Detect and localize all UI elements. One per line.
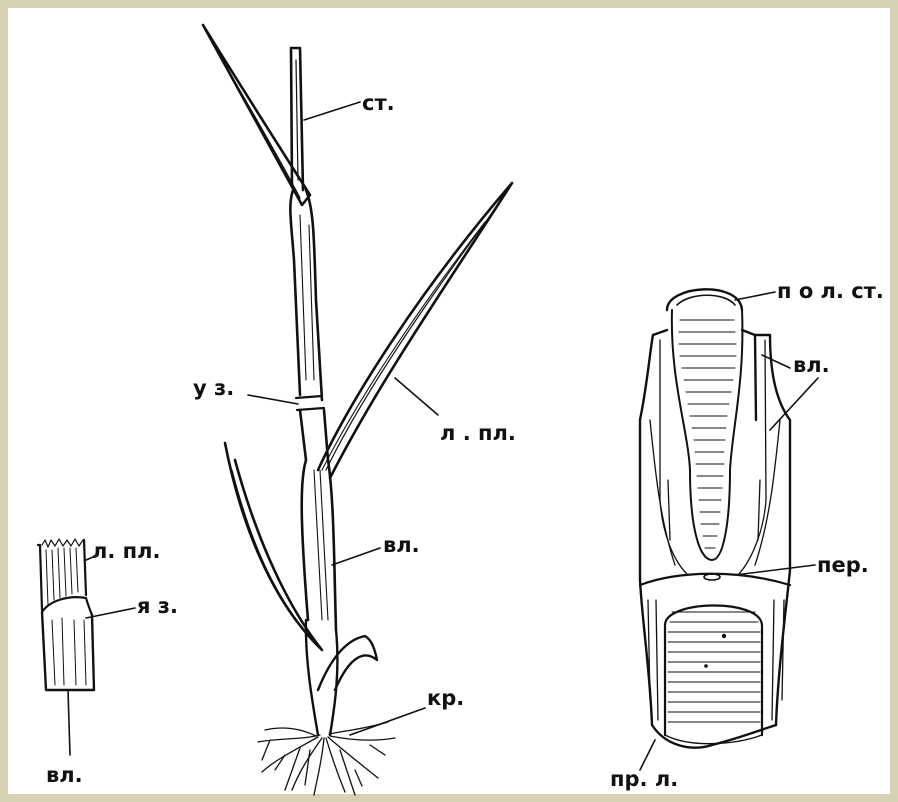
- basal-leaf: [318, 636, 377, 690]
- upper-sheath: [290, 190, 322, 400]
- label-small-sheath: вл.: [46, 763, 83, 787]
- lower-chamber: [665, 605, 762, 735]
- ligule: [42, 597, 92, 615]
- label-stem: ст.: [362, 91, 395, 115]
- leader-root: [350, 708, 425, 735]
- cut-sheath-left: [640, 335, 653, 725]
- upper-leaf-blade: [203, 25, 310, 205]
- leader-sheath: [332, 548, 380, 565]
- leader-cut-sheath-2: [770, 378, 818, 430]
- leader-cut-section: [640, 740, 655, 770]
- label-septum: пер.: [817, 553, 869, 577]
- leader-stem: [304, 102, 360, 120]
- label-sheath: вл.: [383, 533, 420, 557]
- grass-plant-drawing: [203, 25, 512, 795]
- node: [296, 396, 324, 410]
- leader-hollow-stem: [735, 292, 775, 300]
- leader-node: [248, 395, 298, 404]
- label-cut-section: пр. л.: [610, 767, 678, 791]
- label-node: у з.: [193, 376, 234, 400]
- hollow-stem-rim: [667, 289, 742, 310]
- label-cut-sheath: вл.: [793, 353, 830, 377]
- label-hollow-stem: п о л. ст.: [777, 279, 884, 303]
- leader-septum: [735, 565, 815, 575]
- hollow-stem-inner: [672, 310, 743, 560]
- ligule-detail-drawing: [38, 539, 94, 690]
- leader-leaf-blade: [395, 378, 438, 415]
- label-root: кр.: [427, 686, 464, 710]
- label-leaf-blade: л . пл.: [440, 421, 516, 445]
- label-small-leaf-blade: л. пл.: [92, 539, 161, 563]
- roots: [258, 722, 395, 795]
- leader-cut-sheath-1: [762, 355, 790, 368]
- label-ligule: я з.: [137, 594, 178, 618]
